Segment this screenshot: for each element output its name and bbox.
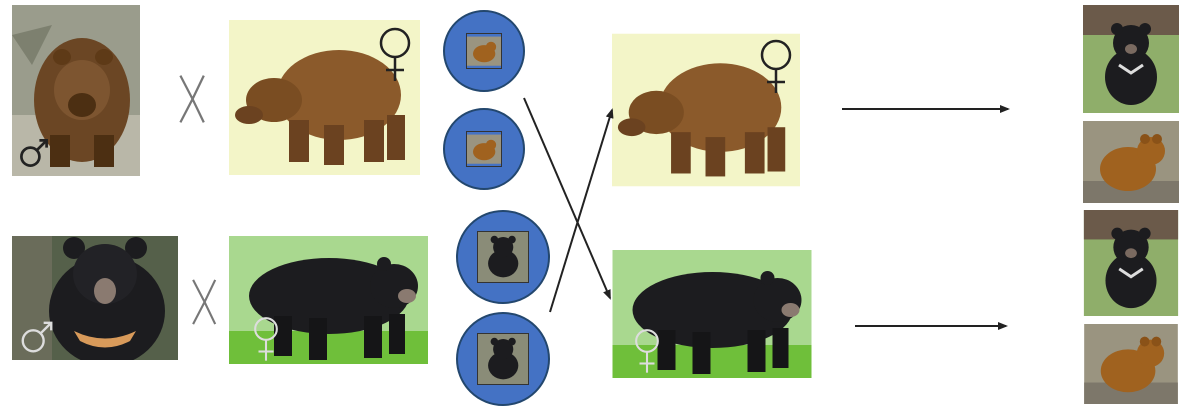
offspring-cub-image (1083, 5, 1179, 113)
gamete-circle-black-1 (456, 210, 550, 304)
brown-bear-male-image (12, 5, 140, 176)
offspring-black-female-photo (612, 250, 812, 378)
cross-icon (175, 70, 211, 128)
offspring-cub-image (1083, 324, 1179, 404)
offspring-brown-female-photo (612, 32, 800, 188)
offspring-cub-image (1083, 121, 1179, 203)
brown-cub-icon (467, 132, 501, 166)
cross-arrow-up (550, 110, 612, 312)
cub-photo-black-2 (1083, 210, 1179, 316)
black-bear-female-photo (229, 236, 428, 364)
brown-bear-female-photo (229, 20, 420, 175)
black-cub-icon (478, 232, 528, 282)
gamete-circle-brown-2 (443, 108, 525, 190)
cross-icon (188, 274, 222, 330)
black-cub-icon (478, 334, 528, 384)
cub-photo-black-1 (1083, 5, 1179, 113)
black-bear-male-image (12, 236, 178, 360)
gamete-circle-brown-1 (443, 10, 525, 92)
gamete-circle-black-2 (456, 312, 550, 406)
brown-bear-female-image (612, 32, 800, 188)
brown-cub-icon (467, 34, 501, 68)
brown-bear-female-image (229, 20, 420, 175)
cub-photo-brown-2 (1083, 324, 1179, 404)
offspring-cub-image (1083, 210, 1179, 316)
cub-photo-brown-1 (1083, 121, 1179, 203)
black-bear-female-image (229, 236, 428, 364)
black-bear-male-photo (12, 236, 178, 360)
black-bear-female-image (612, 250, 812, 378)
brown-bear-male-photo (12, 5, 140, 176)
